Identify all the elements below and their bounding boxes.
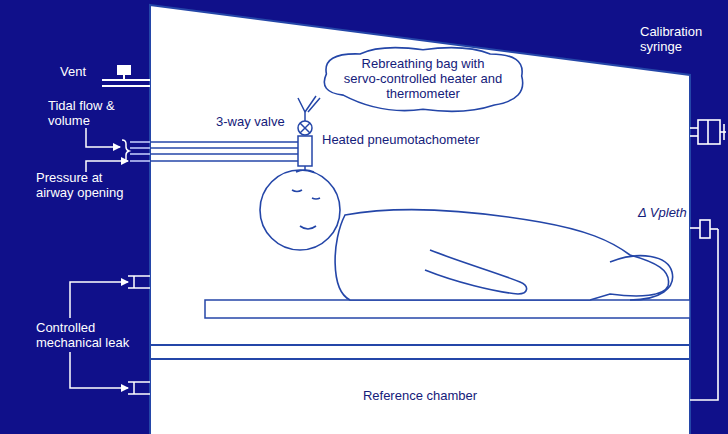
part-label: Vent — [60, 64, 104, 79]
node-text: Reference chamber — [151, 388, 689, 403]
part-label: 3-way valve — [216, 114, 298, 129]
signal-arrow — [70, 128, 150, 394]
part-label: Tidal flow & volume — [48, 98, 134, 128]
part-label: Controlled mechanical leak — [36, 320, 142, 350]
pressure-transducer — [690, 220, 718, 400]
infant-figure — [260, 170, 673, 300]
pneumotach-tubes — [130, 142, 150, 161]
part-label: Heated pneumotachometer — [322, 132, 492, 147]
vent-valve — [102, 66, 150, 86]
mattress — [205, 300, 690, 318]
reference-chamber: Reference chamber — [151, 358, 689, 434]
pneumotach-tubes — [150, 96, 320, 172]
calibration-syringe — [690, 120, 726, 144]
part-label: Pressure at airway opening — [36, 170, 140, 200]
callout-cloud: Rebreathing bag with servo-controlled he… — [318, 44, 528, 115]
part-label: Δ Vpleth — [638, 205, 690, 220]
chamber-floor — [150, 344, 690, 346]
node-text: Rebreathing bag with servo-controlled he… — [342, 56, 504, 101]
part-label: Calibration syringe — [640, 24, 724, 54]
